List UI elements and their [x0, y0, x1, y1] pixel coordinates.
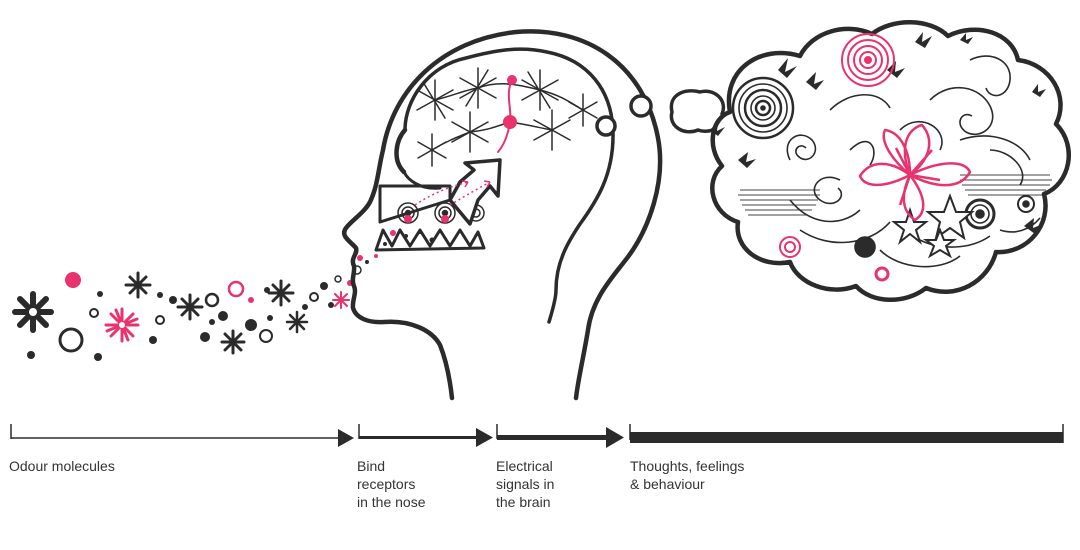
- stage-label-odour-molecules: Odour molecules: [9, 458, 115, 474]
- flower-molecule-icon: [104, 307, 140, 343]
- stage-label-thoughts-feelings: Thoughts, feelings & behaviour: [630, 458, 745, 492]
- timeline-segment-1: [10, 424, 354, 447]
- flower-molecule-icon: [267, 279, 295, 307]
- speed-lines: [738, 174, 1052, 216]
- timeline-segment-4: [629, 424, 1064, 443]
- odour-molecules: [12, 254, 378, 361]
- butterfly-icon: [710, 32, 1046, 234]
- timeline-segment-3: [496, 424, 624, 448]
- flower-molecule-icon: [285, 310, 309, 334]
- stage-label-bind-receptors: Bind receptors in the nose: [357, 458, 426, 510]
- nose-receptor-icon: [374, 158, 502, 252]
- thought-cloud: [710, 20, 1072, 302]
- target-icon-pink: [779, 33, 895, 282]
- brain-neuron-network: [416, 67, 598, 167]
- timeline-segment-2: [358, 424, 493, 447]
- flower-molecule-icon: [332, 291, 350, 309]
- thought-bubbles: [629, 89, 726, 134]
- head-outline: [341, 29, 663, 401]
- timeline: [10, 424, 1064, 448]
- stage-label-electrical-signals: Electrical signals in the brain: [496, 458, 555, 510]
- flower-molecule-icon: [220, 329, 246, 355]
- flower-molecule-icon: [124, 271, 152, 299]
- flower-molecule-icon: [12, 291, 54, 333]
- odour-molecule-icon: [27, 254, 378, 361]
- flower-molecule-icon: [176, 293, 204, 321]
- lily-icon: [858, 123, 972, 222]
- star-icon: [891, 193, 975, 259]
